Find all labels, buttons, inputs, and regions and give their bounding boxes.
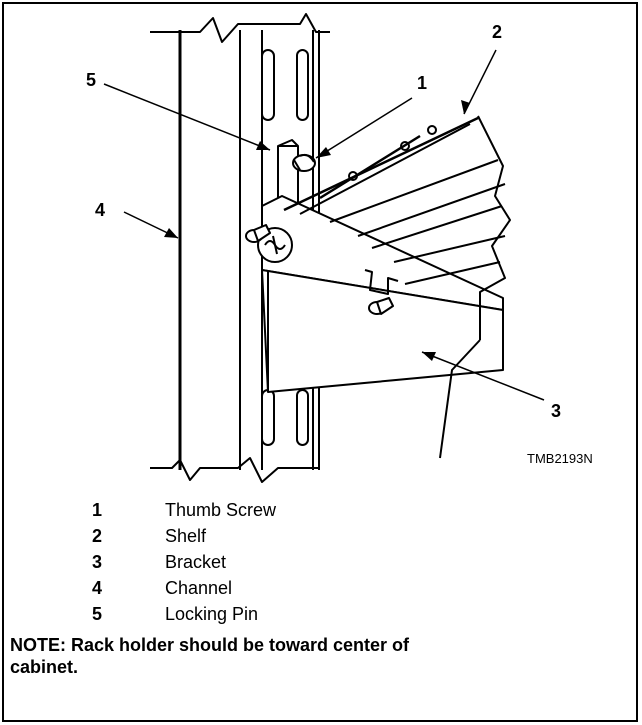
legend-number: 2 bbox=[92, 526, 103, 546]
legend-number: 3 bbox=[92, 552, 103, 572]
callout-4: 4 bbox=[95, 200, 106, 220]
leader-lines bbox=[103, 49, 545, 401]
leader-arrowheads bbox=[164, 100, 470, 361]
shelf-part bbox=[283, 115, 511, 459]
legend-label: Locking Pin bbox=[165, 604, 259, 624]
callout-3: 3 bbox=[551, 401, 562, 421]
legend-label: Bracket bbox=[165, 552, 227, 572]
bracket-part bbox=[245, 195, 504, 393]
callout-5: 5 bbox=[86, 70, 97, 90]
legend-number: 1 bbox=[92, 500, 103, 520]
figure-code: TMB2193N bbox=[527, 451, 593, 466]
callout-2: 2 bbox=[492, 22, 503, 42]
legend-number: 5 bbox=[92, 604, 103, 624]
note-text: NOTE: Rack holder should be toward cente… bbox=[10, 635, 410, 677]
channel-part bbox=[150, 13, 330, 483]
rack-assembly-illustration bbox=[103, 13, 545, 483]
thumb-screw-part bbox=[292, 153, 316, 172]
legend-label: Channel bbox=[165, 578, 233, 598]
callout-1: 1 bbox=[417, 73, 428, 93]
legend-label: Thumb Screw bbox=[165, 500, 277, 520]
legend-number: 4 bbox=[92, 578, 103, 598]
legend-label: Shelf bbox=[165, 526, 207, 546]
